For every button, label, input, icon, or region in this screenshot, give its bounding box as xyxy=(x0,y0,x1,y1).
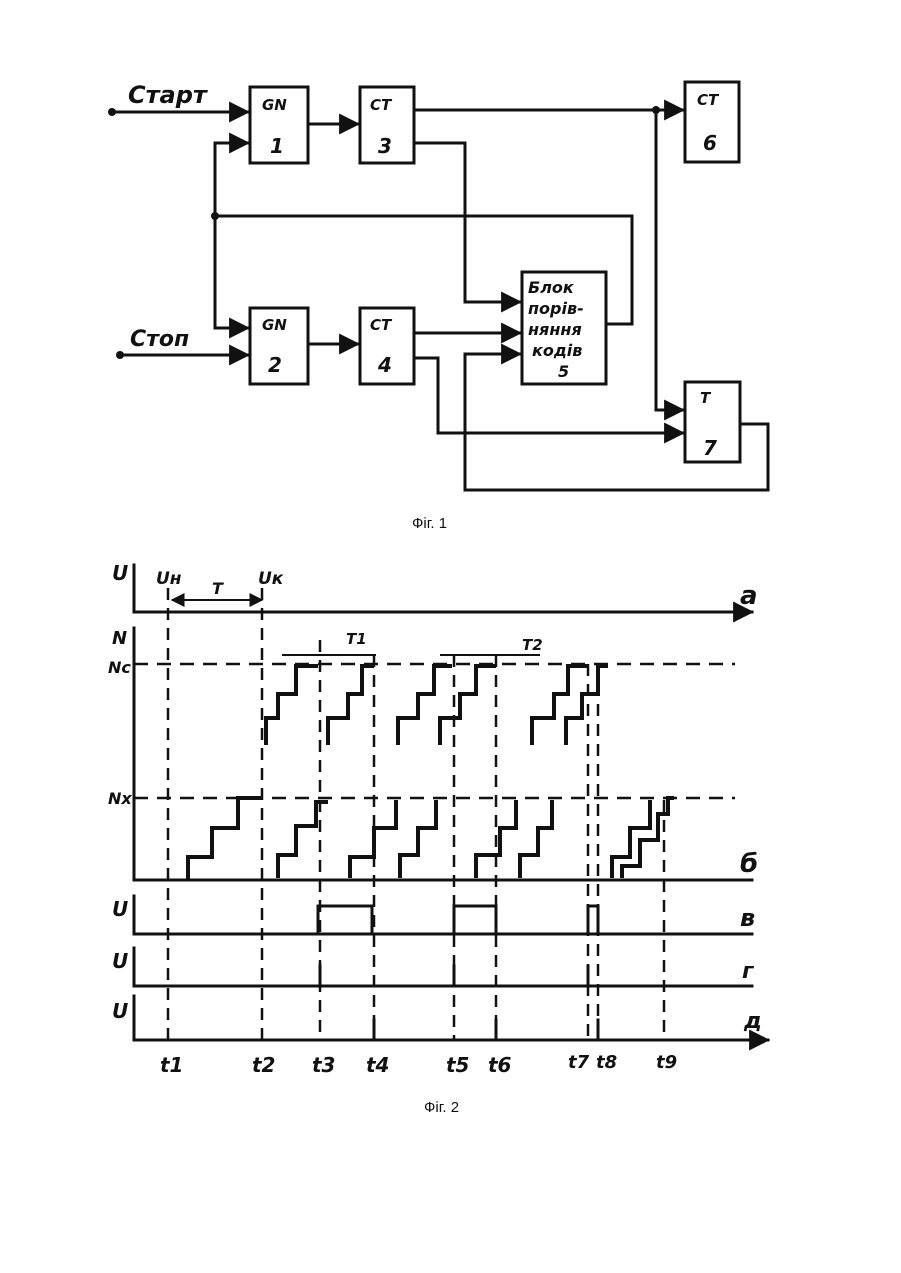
time-label-t3: t3 xyxy=(312,1053,335,1077)
row-g-u-label: U xyxy=(112,949,128,973)
row-d-label: д xyxy=(743,1009,762,1034)
time-label-t6: t6 xyxy=(488,1053,512,1077)
block-5-line-3: няння xyxy=(528,320,582,339)
block-comparator-5: Блок порів- няння кодів 5 xyxy=(522,272,606,384)
time-label-t7: t7 xyxy=(568,1052,590,1073)
figure-1-caption: Фіг. 1 xyxy=(412,515,447,532)
block-gn-2: GN 2 xyxy=(250,308,308,384)
time-label-t4: t4 xyxy=(366,1053,389,1077)
pulse-1 xyxy=(318,906,372,934)
block-4-type: CT xyxy=(370,316,393,334)
block-5-line-2: порів- xyxy=(528,299,584,318)
period-t1-label: T1 xyxy=(346,630,367,648)
block-ct-4: CT 4 xyxy=(360,308,414,384)
stop-label: Стоп xyxy=(130,327,189,352)
block-3-type: CT xyxy=(370,96,393,114)
level-nx-label: Nx xyxy=(108,789,132,808)
period-t2-label: T2 xyxy=(522,636,543,654)
block-gn-1: GN 1 xyxy=(250,87,308,163)
time-markers xyxy=(168,588,664,1040)
block-1-number: 1 xyxy=(270,134,284,158)
row-b-label: б xyxy=(740,849,758,879)
level-nc-label: Nc xyxy=(108,658,131,677)
u-start-label: Uн xyxy=(156,569,182,589)
block-5-number: 5 xyxy=(558,362,569,381)
pulse-2 xyxy=(454,906,496,934)
block-2-type: GN xyxy=(262,316,287,334)
row-b-n-label: N xyxy=(112,628,127,649)
start-label: Старт xyxy=(128,81,209,109)
block-5-line-4: кодів xyxy=(532,341,582,360)
block-t-7: T 7 xyxy=(685,382,740,462)
row-v-u-label: U xyxy=(112,897,128,921)
block-1-type: GN xyxy=(262,96,287,114)
row-g-label: г xyxy=(742,959,755,984)
figure-2-caption: Фіг. 2 xyxy=(424,1099,459,1116)
row-v-label: в xyxy=(740,904,755,932)
block-3-number: 3 xyxy=(378,134,392,158)
block-4-number: 4 xyxy=(377,353,392,377)
time-label-t5: t5 xyxy=(446,1053,469,1077)
pulse-3 xyxy=(588,906,598,934)
block-7-type: T xyxy=(700,389,712,407)
time-label-t2: t2 xyxy=(252,1053,275,1077)
block-ct-3: CT 3 xyxy=(360,87,414,163)
figure-2-timing-diagram: U Uн Uк T а N Nc Nx б T1 T2 xyxy=(108,561,768,1116)
figure-1-block-diagram: Старт Стоп GN 1 xyxy=(108,81,768,532)
block-2-number: 2 xyxy=(268,353,282,377)
u-end-label: Uк xyxy=(258,569,284,589)
feedback-bus xyxy=(215,143,248,328)
row-a-label: а xyxy=(740,581,758,611)
time-label-t8: t8 xyxy=(596,1052,617,1073)
block-7-number: 7 xyxy=(703,436,717,460)
row-a-u-label: U xyxy=(112,561,128,585)
block-5-line-1: Блок xyxy=(528,278,575,297)
time-label-t9: t9 xyxy=(656,1052,677,1073)
time-label-t1: t1 xyxy=(160,1053,183,1077)
period-t-label: T xyxy=(212,579,224,598)
block-ct-6: CT 6 xyxy=(685,82,739,162)
block-6-type: CT xyxy=(697,91,720,109)
row-d-u-label: U xyxy=(112,999,128,1023)
block-6-number: 6 xyxy=(703,131,717,155)
